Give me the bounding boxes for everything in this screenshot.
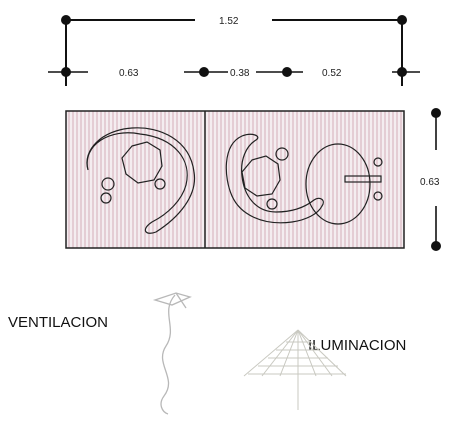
ventilation-label: VENTILACION — [8, 314, 108, 331]
left-person-head — [121, 141, 163, 184]
right-person-figure — [225, 133, 383, 225]
height-top-dot — [431, 108, 441, 118]
left-person-hand-1 — [101, 177, 115, 191]
left-person-hand-2 — [100, 192, 112, 204]
segment-dot-3 — [282, 67, 292, 77]
faucet-knob-bottom — [373, 191, 383, 201]
total-width-dimension: 1.52 — [61, 15, 407, 86]
sun-rays-icon — [243, 329, 347, 410]
faucet-knob-top — [373, 157, 383, 167]
right-person-head — [241, 155, 281, 197]
desk-area — [65, 110, 405, 249]
ventilation-symbol: VENTILACION — [8, 292, 192, 415]
height-dimension: 0.63 — [420, 108, 441, 251]
left-segment-label: 0.63 — [119, 68, 139, 79]
total-width-right-dot — [397, 15, 407, 25]
right-person-body — [225, 133, 324, 224]
right-person-hand-1 — [275, 147, 289, 161]
illumination-label: ILUMINACION — [308, 337, 406, 354]
middle-segment-label: 0.38 — [230, 68, 250, 79]
height-label: 0.63 — [420, 177, 440, 188]
total-width-label: 1.52 — [219, 16, 239, 27]
left-person-figure — [86, 127, 196, 234]
wind-arrow-icon — [152, 292, 192, 415]
height-bottom-dot — [431, 241, 441, 251]
desk-plan — [65, 110, 405, 249]
right-segment-label: 0.52 — [322, 68, 342, 79]
segment-dimensions: 0.63 0.38 0.52 — [48, 67, 420, 79]
segment-dot-1 — [61, 67, 71, 77]
right-person-hand-2 — [266, 198, 278, 210]
left-person-body — [86, 127, 196, 234]
segment-dot-4 — [397, 67, 407, 77]
segment-dot-2 — [199, 67, 209, 77]
washbasin — [305, 143, 371, 225]
faucet — [344, 175, 382, 183]
illumination-symbol: ILUMINACION — [243, 329, 406, 410]
left-person-hand-3 — [154, 178, 166, 190]
total-width-left-dot — [61, 15, 71, 25]
